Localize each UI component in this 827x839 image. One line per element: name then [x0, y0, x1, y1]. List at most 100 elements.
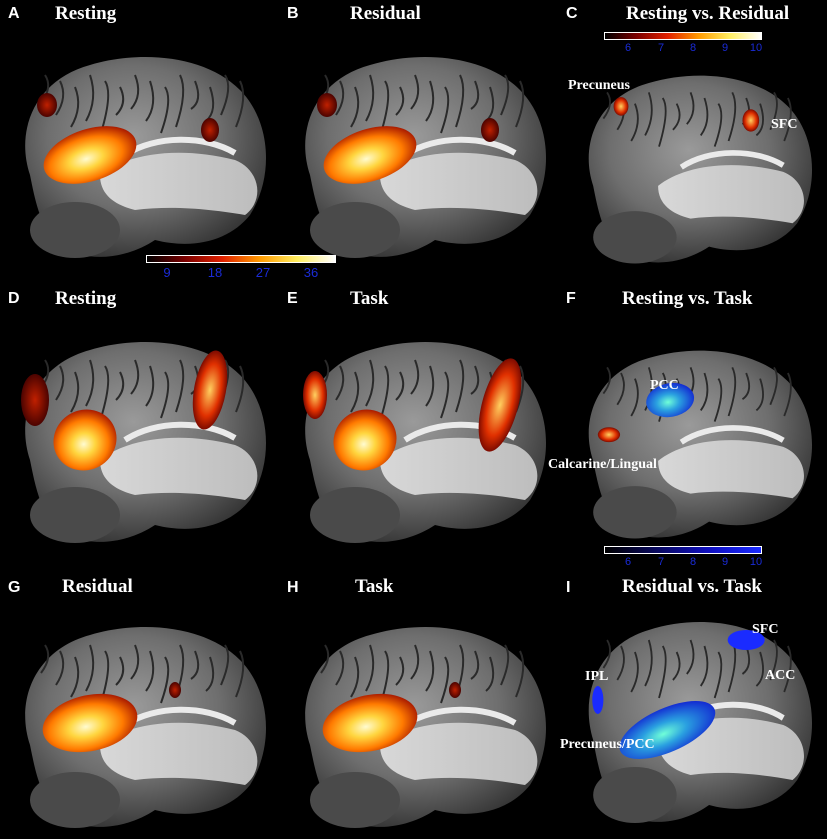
gyrus-line — [515, 80, 525, 128]
gyrus-line — [630, 378, 639, 417]
brain-panel-b — [305, 57, 547, 258]
gyrus-line — [500, 74, 510, 116]
gyrus-line — [769, 639, 778, 681]
gyrus-line — [235, 365, 245, 413]
activation-cluster-precuneus — [613, 97, 629, 116]
gyrus-line — [658, 97, 667, 147]
activation-cluster-small — [481, 118, 499, 142]
cerebellum — [310, 487, 400, 543]
gyrus-line — [130, 359, 140, 395]
gyrus-line — [769, 91, 778, 131]
gyrus-line — [616, 645, 625, 681]
gyrus-line — [335, 80, 345, 116]
label-precuneus: Precuneus — [568, 78, 630, 93]
gyrus-line — [130, 644, 140, 680]
white-matter — [380, 152, 538, 215]
gyrus-line — [602, 366, 611, 395]
panel-letter-g: G — [8, 579, 21, 596]
gyrus-line — [100, 365, 110, 419]
cerebellum — [310, 772, 400, 828]
panel-letter-h: H — [287, 579, 299, 596]
gyrus-line — [686, 639, 695, 675]
activation-cluster-main — [333, 409, 397, 471]
gyrus-line — [40, 644, 50, 674]
gyrus-line — [727, 91, 737, 142]
activation-cluster-ipl — [592, 686, 604, 714]
colorbar-blue: 6 7 8 9 10 — [604, 546, 762, 570]
colorbar-main-tick: 9 — [163, 265, 171, 280]
gyrus-line — [410, 644, 420, 680]
gyrus-line — [699, 97, 709, 136]
gyrus-line — [783, 645, 792, 693]
gyrus-line — [55, 650, 65, 686]
cerebellum — [310, 202, 400, 258]
gyrus-line — [395, 656, 405, 686]
gyrus-line — [235, 650, 245, 698]
panel-title-b: Residual — [350, 3, 421, 24]
gyrus-line — [755, 651, 764, 687]
activation-cluster-main — [42, 693, 138, 753]
gyrus-line — [425, 650, 435, 692]
colorbar-blue-tick: 6 — [624, 556, 632, 568]
cerebellum — [593, 211, 677, 264]
cerebellum — [30, 487, 120, 543]
colorbar-c-strip — [604, 32, 762, 40]
gyrus-line — [175, 359, 185, 413]
colorbar-main-tick: 27 — [255, 265, 271, 280]
panel-title-e: Task — [350, 288, 389, 309]
brain-panel-g — [25, 627, 267, 828]
gyrus-line — [335, 365, 345, 401]
panel-letter-a: A — [8, 5, 20, 22]
panel-title-a: Resting — [55, 3, 117, 24]
gyrus-line — [55, 365, 65, 401]
gyrus-line — [440, 86, 450, 134]
colorbar-blue-tick: 9 — [721, 556, 729, 568]
activation-cluster-frontal — [478, 358, 522, 452]
gyrus-line — [644, 92, 653, 136]
gyrus-line — [630, 103, 639, 142]
activation-cluster-small — [37, 93, 57, 117]
gyrus-line — [365, 359, 375, 407]
gyrus-line — [145, 365, 155, 407]
gyrus-line — [658, 645, 667, 699]
gyrus-line — [470, 650, 480, 680]
gyrus-line — [455, 74, 465, 128]
activation-cluster-frontal — [192, 350, 228, 430]
white-matter — [658, 440, 804, 499]
brain-panel-e — [303, 342, 547, 543]
activation-cluster-small — [449, 682, 461, 698]
gyrus-line — [630, 651, 639, 693]
gyrus-line — [85, 644, 95, 692]
cerebellum — [30, 772, 120, 828]
panel-title-d: Resting — [55, 288, 117, 309]
gyrus-line — [350, 371, 360, 413]
colorbar-main-tick: 36 — [303, 265, 319, 280]
gyrus-line — [769, 366, 778, 406]
gyrus-line — [602, 639, 611, 669]
gyrus-line — [220, 74, 230, 116]
gyrus-line — [70, 656, 80, 698]
gyrus-line — [115, 86, 125, 116]
gyrus-line — [160, 86, 170, 134]
gyrus-line — [672, 103, 681, 131]
gyrus-line — [160, 656, 170, 704]
label-acc: ACC — [765, 668, 796, 683]
panel-letter-c: C — [566, 5, 578, 22]
activation-cluster-small — [303, 371, 327, 419]
gyrus-line — [783, 97, 792, 142]
corpus-callosum — [403, 136, 517, 158]
colorbar-c-tick: 6 — [624, 42, 632, 54]
white-matter — [100, 722, 258, 785]
gyrus-line — [175, 74, 185, 128]
activation-cluster-main — [53, 409, 117, 471]
white-matter — [658, 165, 804, 224]
corpus-callosum — [123, 421, 237, 443]
colorbar-main-strip — [146, 255, 336, 263]
panel-title-f: Resting vs. Task — [622, 288, 753, 309]
gyrus-line — [85, 74, 95, 122]
gyrus-line — [455, 359, 465, 413]
activation-cluster-small — [317, 93, 337, 117]
gyrus-line — [470, 365, 480, 395]
activation-cluster-main — [43, 126, 137, 184]
